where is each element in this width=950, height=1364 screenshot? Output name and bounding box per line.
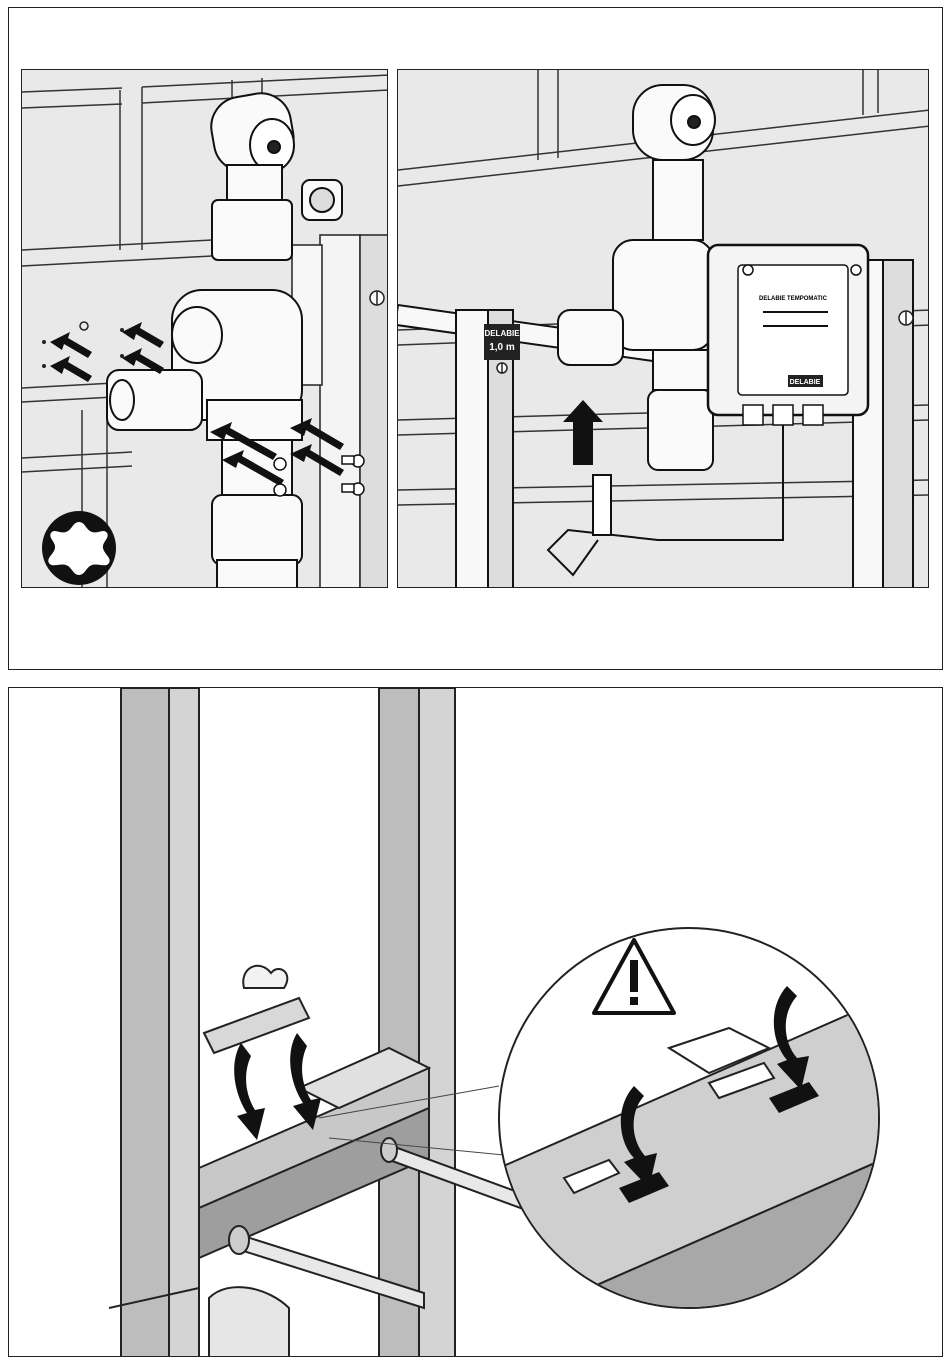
torx-bit-icon xyxy=(42,511,116,585)
marker-label-height: 1,0 m xyxy=(489,342,515,353)
frame-clip-illustration xyxy=(9,688,943,1357)
bottom-figure-frame xyxy=(8,687,943,1357)
connect-up-arrow-icon xyxy=(563,400,603,465)
electronic-box-illustration: DELABIE 1,0 m DELABIE TEMPOMATIC xyxy=(398,70,929,588)
marker-label-brand: DELABIE xyxy=(484,329,520,338)
valve-screw-panel xyxy=(21,69,388,588)
mounting-clip xyxy=(204,966,309,1053)
valve-connection-panel: DELABIE 1,0 m DELABIE TEMPOMATIC xyxy=(397,69,929,588)
valve-assembly-illustration xyxy=(22,70,388,588)
box-label: DELABIE TEMPOMATIC xyxy=(759,296,828,302)
zoom-detail-circle xyxy=(499,928,909,1348)
electronic-control-box: DELABIE TEMPOMATIC DELABIE xyxy=(708,245,868,425)
box-logo: DELABIE xyxy=(790,379,821,386)
